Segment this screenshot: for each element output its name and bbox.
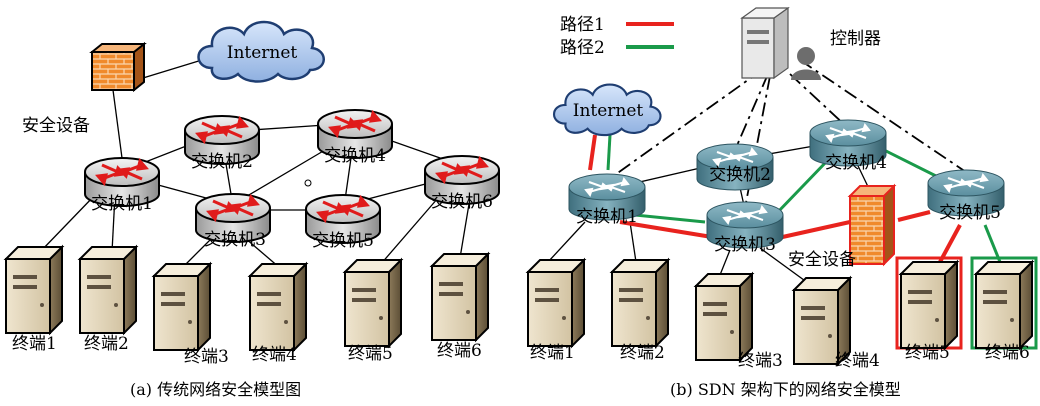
terminal-a4 bbox=[249, 263, 307, 351]
caption-b: (b) SDN 架构下的网络安全模型 bbox=[670, 380, 901, 399]
terminal-a1-label: 终端1 bbox=[12, 334, 57, 354]
terminal-a2 bbox=[79, 246, 137, 334]
terminal-a6-label: 终端6 bbox=[437, 341, 482, 361]
legend-path2-label: 路径2 bbox=[560, 38, 605, 58]
terminal-a3 bbox=[153, 263, 211, 351]
switch-a4-label: 交换机4 bbox=[324, 146, 386, 166]
terminal-b5 bbox=[895, 256, 963, 350]
terminal-a3-label: 终端3 bbox=[184, 347, 229, 367]
switch-b3-label: 交换机3 bbox=[714, 235, 776, 255]
terminal-b1-label: 终端1 bbox=[530, 343, 575, 363]
switch-a5-label: 交换机5 bbox=[312, 231, 374, 251]
path1-route bbox=[588, 134, 962, 263]
firewall-icon bbox=[89, 41, 147, 93]
switch-a6-label: 交换机6 bbox=[431, 192, 493, 212]
terminal-b3-label: 终端3 bbox=[738, 351, 783, 371]
security-device-label: 安全设备 bbox=[22, 116, 90, 136]
controller-server-icon bbox=[740, 6, 790, 80]
terminal-a6 bbox=[431, 253, 489, 341]
switch-a1-label: 交换机1 bbox=[91, 194, 153, 214]
switch-b5-label: 交换机5 bbox=[939, 203, 1001, 223]
controller-user-icon bbox=[791, 47, 821, 80]
switch-a3-label: 交换机3 bbox=[204, 230, 266, 250]
firewall-icon-b bbox=[847, 183, 897, 267]
controller-label: 控制器 bbox=[830, 29, 881, 49]
switch-b2-label: 交换机2 bbox=[709, 165, 771, 185]
terminal-b3 bbox=[695, 273, 753, 361]
terminal-b2 bbox=[611, 259, 669, 347]
internet-label: Internet bbox=[227, 43, 298, 63]
terminal-b6-label: 终端6 bbox=[985, 343, 1030, 363]
terminal-b1 bbox=[527, 259, 585, 347]
terminal-a4-label: 终端4 bbox=[252, 345, 297, 365]
terminal-b4-label: 终端4 bbox=[835, 351, 880, 371]
terminal-a1 bbox=[5, 246, 63, 334]
terminal-a2-label: 终端2 bbox=[84, 334, 129, 354]
terminal-a5-label: 终端5 bbox=[348, 344, 393, 364]
terminal-b6 bbox=[970, 256, 1038, 350]
switch-a2-label: 交换机2 bbox=[191, 152, 253, 172]
terminal-b2-label: 终端2 bbox=[620, 343, 665, 363]
internet-label-b: Internet bbox=[573, 101, 644, 121]
legend-path1-label: 路径1 bbox=[560, 15, 605, 35]
caption-a: (a) 传统网络安全模型图 bbox=[130, 380, 301, 399]
switch-b4-label: 交换机4 bbox=[825, 153, 887, 173]
terminal-a5 bbox=[344, 259, 402, 347]
panel-a: 安全设备 Internet 交换机1 交换机2 交换机3 交换机4 交换机5 交… bbox=[5, 20, 501, 399]
security-device-label-b: 安全设备 bbox=[788, 250, 856, 270]
panel-b: 路径1 路径2 bbox=[527, 6, 1038, 399]
terminal-b5-label: 终端5 bbox=[905, 343, 950, 363]
switch-b1-label: 交换机1 bbox=[576, 207, 638, 227]
path2-route bbox=[606, 134, 1002, 263]
